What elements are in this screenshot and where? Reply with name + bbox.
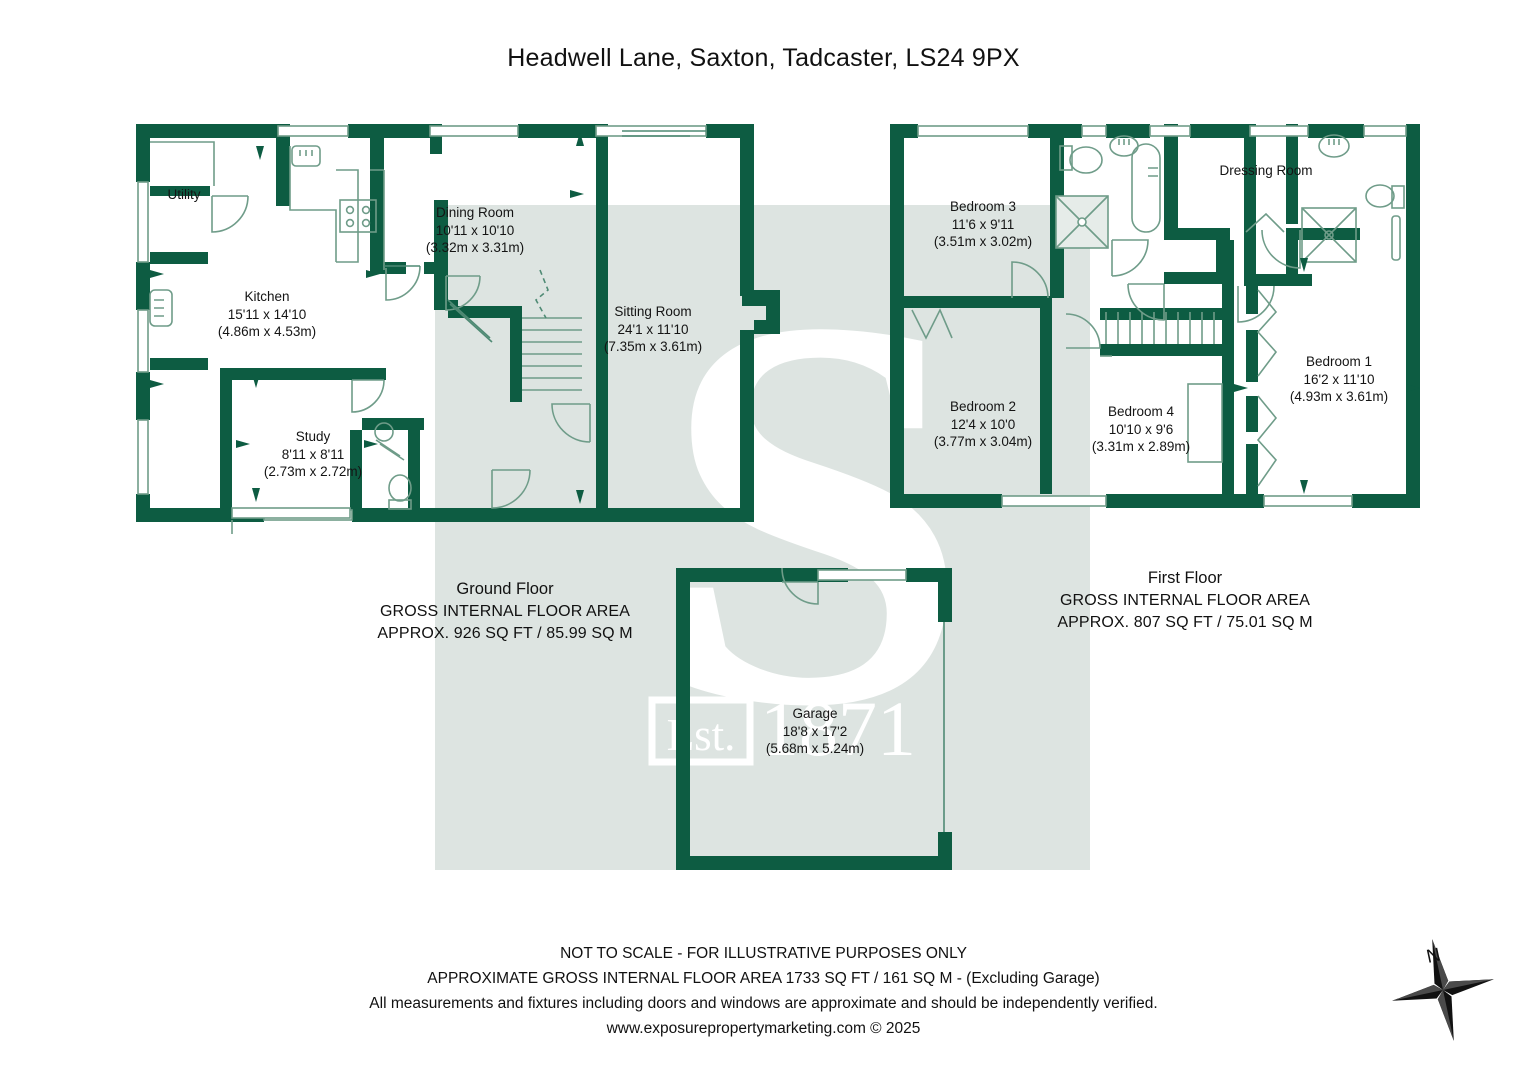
first-floor-caption: First Floor GROSS INTERNAL FLOOR AREA AP… (1057, 569, 1313, 631)
footer-line-1: NOT TO SCALE - FOR ILLUSTRATIVE PURPOSES… (560, 945, 967, 962)
watermark-est-year: 1871 (760, 685, 916, 772)
room-label-dining-room: Dining Room 10'11 x 10'10 (3.32m x 3.31m… (425, 205, 525, 256)
footer-line-4: www.exposurepropertymarketing.com © 2025 (606, 1020, 921, 1038)
compass-north-label: N (1425, 944, 1443, 967)
room-label-bedroom-4: Bedroom 4 10'10 x 9'6 (3.31m x 2.89m) (1091, 404, 1191, 455)
ground-floor-window-markers (150, 132, 584, 504)
footer-line-2: APPROXIMATE GROSS INTERNAL FLOOR AREA 17… (427, 970, 1100, 988)
room-label-bedroom-2: Bedroom 2 12'4 x 10'0 (3.77m x 3.04m) (933, 399, 1033, 450)
room-label-study: Study 8'11 x 8'11 (2.73m x 2.72m) (263, 429, 363, 480)
first-floor-fixtures (911, 125, 1407, 507)
room-label-bedroom-3: Bedroom 3 11'6 x 9'11 (3.51m x 3.02m) (933, 199, 1033, 250)
ground-floor-caption: Ground Floor GROSS INTERNAL FLOOR AREA A… (377, 580, 633, 642)
room-label-utility: Utility (167, 187, 201, 202)
first-floor-walls (890, 124, 1420, 508)
footer-line-3: All measurements and fixtures including … (369, 995, 1158, 1013)
ground-floor-fixtures (137, 125, 707, 534)
room-label-garage: Garage 18'8 x 17'2 (5.68m x 5.24m) (765, 706, 865, 757)
garage-openings (781, 567, 945, 832)
room-label-dressing-room: Dressing Room (1219, 163, 1313, 178)
room-label-kitchen: Kitchen 15'11 x 14'10 (4.86m x 4.53m) (217, 289, 317, 340)
first-floor-window-markers (1234, 258, 1420, 494)
room-label-bedroom-1: Bedroom 1 16'2 x 11'10 (4.93m x 3.61m) (1289, 354, 1389, 405)
room-label-sitting-room: Sitting Room 24'1 x 11'10 (7.35m x 3.61m… (603, 304, 703, 355)
page-title: Headwell Lane, Saxton, Tadcaster, LS24 9… (507, 44, 1020, 72)
footer-disclaimer: NOT TO SCALE - FOR ILLUSTRATIVE PURPOSES… (0, 941, 1527, 1041)
